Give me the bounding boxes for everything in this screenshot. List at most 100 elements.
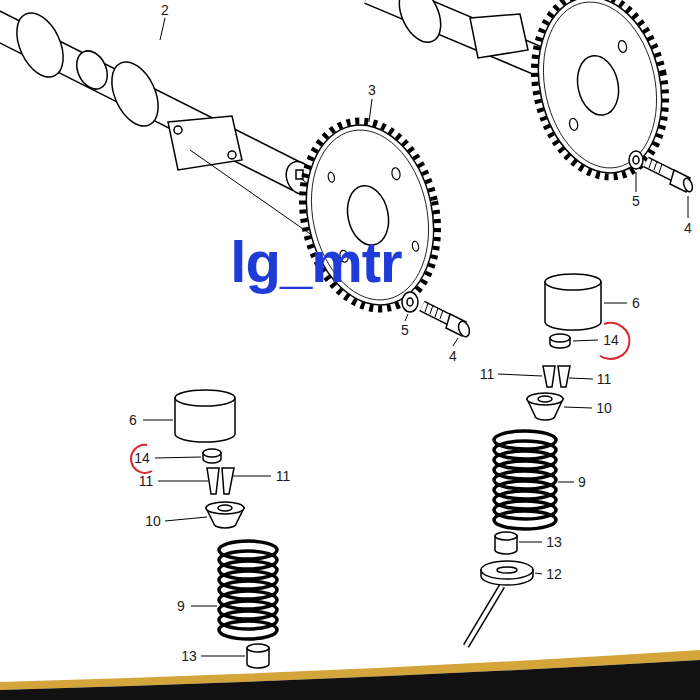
callout-number: 5	[401, 323, 409, 337]
valve-keeper	[222, 468, 234, 494]
leader-line	[558, 482, 574, 483]
leader-line	[233, 476, 271, 477]
callout-number: 9	[177, 599, 185, 613]
washer-body	[402, 292, 418, 312]
callout-number: 9	[578, 475, 586, 489]
leader-line	[498, 374, 542, 376]
callout-number: 14	[603, 333, 619, 347]
leader-line	[453, 338, 458, 346]
spring-coil	[494, 511, 556, 529]
callout-number: 2	[161, 3, 169, 17]
black-band	[0, 660, 700, 700]
washer-hole	[407, 298, 413, 306]
leader-line	[636, 172, 637, 192]
valve-stem	[466, 586, 502, 646]
bolt-hole	[617, 40, 627, 53]
leader-line	[191, 606, 217, 607]
camshaft	[0, 6, 319, 199]
bolt	[646, 159, 694, 193]
camshaft	[370, 0, 560, 70]
bolt-hole	[391, 167, 401, 180]
leader-line	[688, 196, 689, 218]
flange	[168, 116, 242, 170]
journal	[71, 46, 113, 94]
retainer-top	[206, 502, 244, 514]
callout-number: 11	[597, 372, 612, 386]
shim-top	[550, 334, 570, 342]
leader-line	[201, 656, 245, 657]
valve-assembly	[175, 390, 277, 668]
leader-line	[604, 303, 627, 304]
bolt-thread	[649, 159, 662, 173]
cam-lobe	[391, 0, 449, 49]
spring-seat-top	[481, 561, 533, 579]
shim-top	[203, 449, 221, 457]
leader-line	[405, 314, 408, 321]
leader-line	[160, 18, 165, 40]
leader-line	[569, 378, 593, 379]
cam-sprocket	[518, 0, 682, 189]
valve-keeper	[207, 468, 219, 494]
camshaft-body	[370, 0, 560, 70]
watermark: lg_mtr	[230, 233, 401, 291]
bolt-head-face	[457, 320, 472, 338]
callout-number: 4	[684, 221, 692, 235]
washer-hole	[633, 156, 639, 164]
callout-number: 6	[129, 413, 137, 427]
bolt	[422, 303, 471, 338]
washer	[629, 151, 643, 169]
tappet-top	[545, 274, 601, 290]
tappet-top	[175, 390, 235, 406]
callout-number: 11	[139, 474, 154, 488]
leader-line	[535, 573, 542, 574]
leader-line	[564, 407, 592, 408]
cam-lobe	[8, 6, 73, 85]
leader-line	[158, 481, 208, 482]
retainer-hole	[218, 505, 232, 511]
bolt-hole	[568, 118, 578, 131]
leader-line	[165, 517, 207, 521]
callout-number: 6	[632, 296, 640, 310]
valve-stem-outline	[466, 586, 502, 646]
callout-number: 11	[480, 367, 495, 381]
bolt-hole	[412, 241, 420, 252]
valve-keeper	[558, 366, 570, 387]
bolt-thread	[425, 303, 443, 319]
cam-lobe	[103, 55, 168, 134]
valve-keeper	[543, 366, 555, 387]
flange-hole	[174, 126, 182, 134]
highlight-circle	[600, 323, 629, 359]
spring-seat-hole	[497, 567, 517, 573]
callout-number: 10	[145, 514, 161, 528]
sprocket-bore	[572, 52, 624, 119]
bolt-hole	[327, 172, 335, 183]
callout-number: 10	[596, 401, 612, 415]
washer-body	[629, 151, 643, 169]
valve-spring	[219, 541, 277, 639]
highlight-circle	[131, 445, 152, 473]
washer	[402, 292, 418, 312]
seal-top	[495, 532, 517, 540]
retainer-top	[527, 393, 563, 405]
leader-lines	[143, 18, 688, 656]
callout-number: 11	[276, 469, 291, 483]
leader-line	[573, 340, 598, 341]
leader-line	[143, 420, 173, 421]
callout-number: 3	[368, 83, 376, 97]
retainer-hole	[538, 396, 552, 402]
flange-hole	[228, 151, 236, 159]
leader-line	[369, 99, 372, 122]
callout-number: 12	[546, 567, 562, 581]
callout-number: 4	[449, 349, 457, 363]
callout-number: 14	[134, 451, 150, 465]
seal-top	[247, 644, 269, 652]
sprocket-disc	[523, 0, 677, 185]
valve-assembly	[481, 274, 601, 585]
spring-coil	[219, 621, 277, 639]
sprocket-teeth	[518, 0, 682, 189]
sprocket-root	[529, 0, 672, 179]
callout-number: 5	[632, 194, 640, 208]
